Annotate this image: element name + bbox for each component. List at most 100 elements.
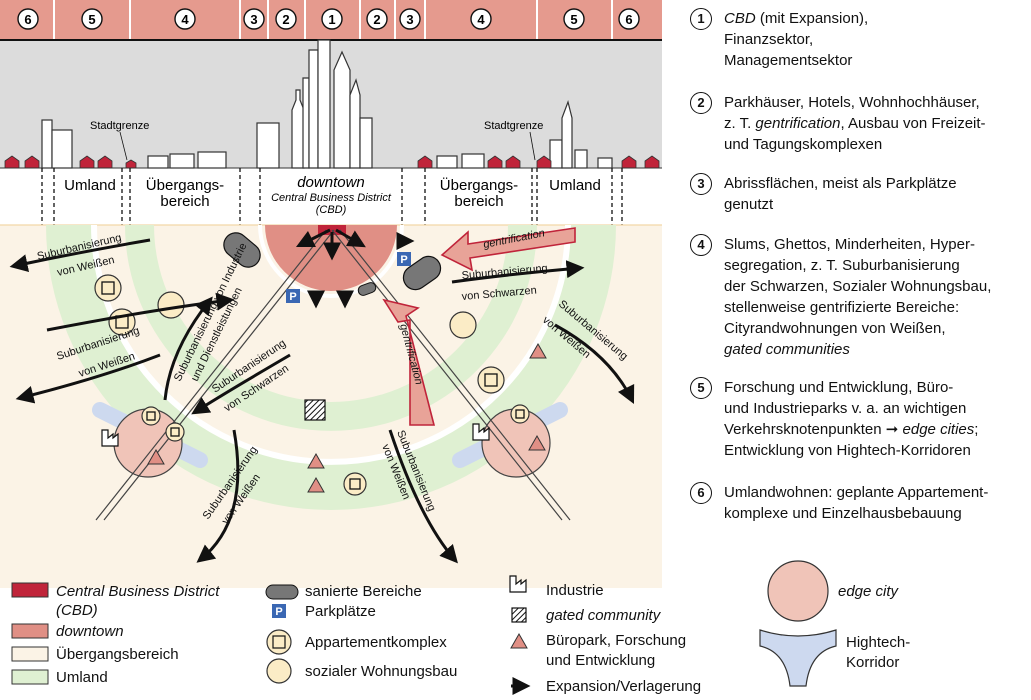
header-number: 3 <box>250 12 257 27</box>
legend-text-segment: (mit Expansion), <box>755 10 869 27</box>
legend-number-circle: 4 <box>690 234 712 256</box>
legend-sozial-symbol <box>266 658 292 684</box>
header-number-circle <box>174 8 196 30</box>
header-number-circle <box>321 8 343 30</box>
inner-umland-ring <box>125 225 537 431</box>
header-number-circle <box>563 8 585 30</box>
header-number: 4 <box>181 12 189 27</box>
header-number: 6 <box>24 12 31 27</box>
legend-parking-symbol <box>272 604 286 618</box>
header-dividers <box>53 0 613 40</box>
legend-edge-city-symbol-2 <box>767 560 829 622</box>
legend-gated: gated community <box>546 607 661 624</box>
legend-number-circle: 6 <box>690 482 712 504</box>
legend-expansion: Expansion/Verlagerung <box>546 678 702 695</box>
legend-text-segment: Finanzsektor, <box>724 31 814 48</box>
label-cbd-2: (CBD) <box>316 204 347 216</box>
legend-number-circle: 3 <box>690 173 712 195</box>
label-cbd-1: Central Business District <box>271 192 392 204</box>
legend-hightech-symbol <box>759 629 837 687</box>
legend-text-segment: und Tagungskomplexen <box>724 136 883 153</box>
legend-swatches <box>11 582 49 685</box>
legend-buero-symbol <box>510 632 528 649</box>
industry-right <box>472 423 490 441</box>
svg-text:P: P <box>289 291 296 303</box>
header-number-circle <box>81 8 103 30</box>
legend-text-segment: Parkhäuser, Hotels, Wohnhochhäuser, <box>724 94 980 111</box>
legend-text-segment: CBD <box>724 10 756 27</box>
legend-number-circle: 2 <box>690 92 712 114</box>
legend-number-circle: 5 <box>690 377 712 399</box>
label-stadtgrenze-left: Stadtgrenze <box>90 120 149 132</box>
legend-text-segment: Forschung und Entwicklung, Büro- <box>724 379 954 396</box>
legend-umland: Umland <box>56 669 108 686</box>
legend-text-segment: ; <box>974 421 979 438</box>
legend-text-segment: Cityrandwohnungen von Weißen, <box>724 320 946 337</box>
legend-cbd-2: (CBD) <box>56 602 98 619</box>
header-number: 2 <box>373 12 380 27</box>
legend-appartement: Appartementkomplex <box>305 634 447 651</box>
gated-community <box>304 399 326 421</box>
legend-item-text: Parkhäuser, Hotels, Wohnhochhäuser, z. T.… <box>724 92 1024 155</box>
legend-text-segment: ➞ <box>885 421 903 438</box>
header-number-circle <box>17 8 39 30</box>
legend-item-text: Slums, Ghettos, Minderheiten, Hyper-segr… <box>724 234 1024 360</box>
expansion-arrows <box>295 228 415 309</box>
legend-text-segment: genutzt <box>724 196 774 213</box>
legend-text-segment: segregation, z. T. Suburbanisierung <box>724 257 960 274</box>
header-number-circle <box>618 8 640 30</box>
svg-text:P: P <box>400 254 407 266</box>
gentrification-arrows <box>382 227 576 426</box>
label-uebergang-left-1: Übergangs- <box>146 176 224 194</box>
skyline-buildings <box>41 39 613 169</box>
legend-item-text: CBD (mit Expansion), Finanzsektor, Managem… <box>724 8 1024 71</box>
header-number: 6 <box>625 12 632 27</box>
parking-sign-1: P <box>397 252 411 266</box>
label-uebergang-right-1: Übergangs- <box>440 176 518 194</box>
header-number: 4 <box>477 12 485 27</box>
legend-text-segment: z. T. <box>724 115 756 132</box>
legend-text-segment: und Industrieparks v. a. an wichtigen <box>724 400 967 417</box>
legend-text-segment: Abrissflächen, meist als Parkplätze <box>724 175 957 192</box>
sanierte-bereich-2 <box>402 255 442 291</box>
label-umland-right: Umland <box>549 177 601 194</box>
header-number: 3 <box>406 12 413 27</box>
legend-buero-1: Büropark, Forschung <box>546 632 687 649</box>
sanierte-bereich-3 <box>357 282 377 296</box>
legend-text-segment: edge cities <box>902 421 975 438</box>
legend-text-segment: Slums, Ghettos, Minderheiten, Hyper- <box>724 236 975 253</box>
legend-text-segment: komplexe und Einzelhausbebauung <box>724 505 962 522</box>
legend-text-segment: der Schwarzen, Sozialer Wohnungsbau, <box>724 278 992 295</box>
sanierte-bereich-1 <box>223 232 261 268</box>
houses <box>4 155 660 169</box>
legend-sanierte: sanierte Bereiche <box>305 583 422 600</box>
legend-text-segment: gated communities <box>724 341 850 358</box>
legend-appt-symbol <box>266 629 292 655</box>
legend-hightech-2: Korridor <box>846 654 900 671</box>
legend-gated-symbol <box>511 607 527 623</box>
label-umland-left: Umland <box>64 177 116 194</box>
legend-sanierte-symbol <box>265 584 299 600</box>
suburbanisation-arrows <box>9 238 635 564</box>
industry-left <box>101 429 119 447</box>
legend-item-text: Abrissflächen, meist als Parkplätze genut… <box>724 173 1024 215</box>
legend-text-segment: Entwicklung von Hightech-Korridoren <box>724 442 971 459</box>
label-downtown: downtown <box>297 174 365 191</box>
bueropark-triangles <box>147 342 547 493</box>
legend-number-circle: 1 <box>690 8 712 30</box>
corridor-rays <box>95 229 571 521</box>
legend-text-segment: Umlandwohnen: geplante Appartement- <box>724 484 989 501</box>
label-uebergang-right-2: bereich <box>454 193 503 210</box>
legend-parking-letter: P <box>275 606 282 618</box>
legend-text-segment: , Ausbau von Freizeit- <box>840 115 986 132</box>
legend-text-segment: Verkehrsknotenpunkten <box>724 421 886 438</box>
legend-industrie-symbol <box>509 575 527 593</box>
legend-uebergang: Übergangsbereich <box>56 646 179 663</box>
label-uebergang-left-2: bereich <box>160 193 209 210</box>
label-stadtgrenze-right: Stadtgrenze <box>484 120 543 132</box>
legend-item-text: Forschung und Entwicklung, Büro-und Indu… <box>724 377 1024 461</box>
header-number-circle <box>366 8 388 30</box>
legend-text-segment: Managementsektor <box>724 52 853 69</box>
legend-edge-city: edge city <box>838 583 899 600</box>
